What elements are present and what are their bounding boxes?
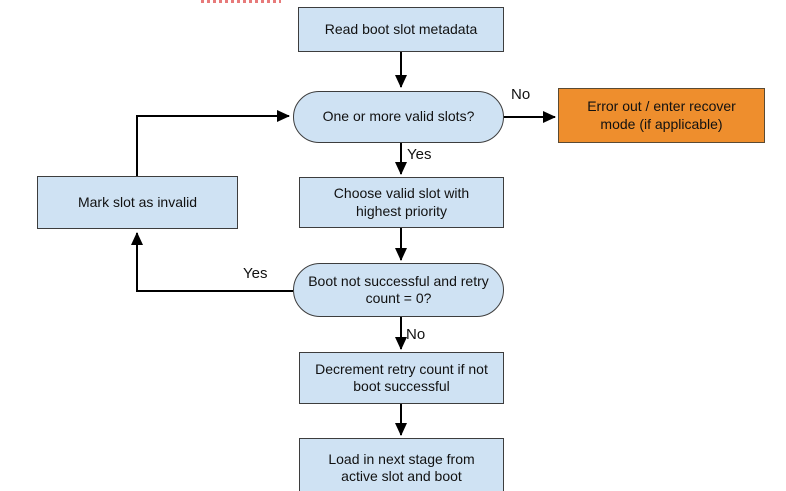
node-decision-boot-retry: Boot not successful and retry count = 0?: [293, 263, 504, 317]
arrow-bootretry-to-markinvalid: [131, 232, 293, 292]
node-mark-slot-invalid: Mark slot as invalid: [37, 176, 238, 229]
node-label: Choose valid slot with highest priority: [333, 185, 470, 219]
node-label: One or more valid slots?: [322, 108, 475, 125]
edge-label-yes-to-choose: Yes: [407, 146, 432, 163]
red-dotted-annotation: [201, 0, 281, 3]
node-label: Mark slot as invalid: [77, 193, 198, 210]
edge-label-no-to-error: No: [511, 86, 531, 103]
node-label: Decrement retry count if not boot succes…: [315, 360, 488, 394]
node-choose-valid-slot: Choose valid slot with highest priority: [299, 177, 504, 228]
node-decrement-retry-count: Decrement retry count if not boot succes…: [299, 352, 504, 404]
node-error-recover-mode: Error out / enter recover mode (if appli…: [558, 88, 765, 143]
node-label: Read boot slot metadata: [324, 20, 478, 37]
node-label: Error out / enter recover mode (if appli…: [587, 98, 736, 132]
edge-label-yes-to-mark-invalid: Yes: [243, 265, 268, 282]
node-load-next-stage: Load in next stage from active slot and …: [299, 438, 504, 491]
edge-label-no-to-decrement: No: [406, 326, 426, 343]
node-label: Boot not successful and retry count = 0?: [308, 272, 489, 306]
node-label: Load in next stage from active slot and …: [328, 450, 475, 484]
arrow-markinvalid-to-validslots: [136, 110, 290, 176]
node-decision-valid-slots: One or more valid slots?: [293, 91, 504, 143]
node-read-boot-slot-metadata: Read boot slot metadata: [298, 7, 504, 52]
